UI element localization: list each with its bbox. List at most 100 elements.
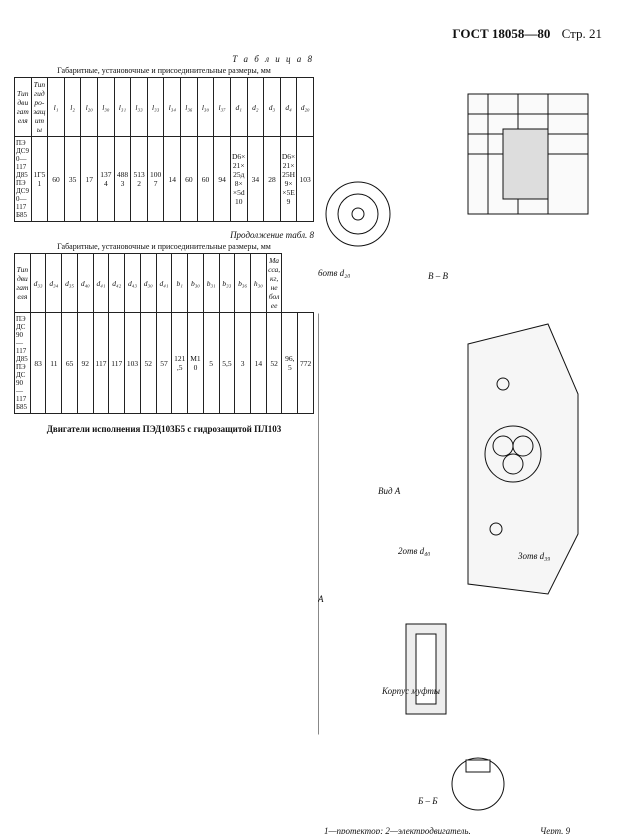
- table-cell: 5,5: [218, 312, 236, 414]
- figure-label: Черт. 9: [540, 826, 571, 834]
- holes-2-label: 2отв d₄₀: [398, 546, 430, 556]
- column-header: l₁: [47, 77, 65, 137]
- table-cell: 92: [76, 312, 94, 414]
- column-header: d₄₀: [76, 253, 94, 313]
- column-header: d₄₃: [124, 253, 141, 313]
- column-header: d₄: [279, 77, 298, 137]
- table-cell: 11: [45, 312, 63, 414]
- table-cell: D6×21×25H9××5E9: [279, 136, 298, 222]
- tables-region: Т а б л и ц а 8 Габаритные, установочные…: [14, 54, 314, 434]
- column-header: l₂: [63, 77, 82, 137]
- holes-3-label: 3отв d₃₉: [517, 551, 550, 561]
- table-cell: 52: [139, 312, 157, 414]
- table-cell: 65: [61, 312, 78, 414]
- table-cell: 60: [180, 136, 198, 222]
- figure-caption: Двигатели исполнения ПЭД103Б5 с гидрозащ…: [46, 424, 282, 434]
- holes-6-label: 6отв d₂₀: [318, 268, 350, 278]
- table8-cont-caption: Продолжение табл. 8: [230, 230, 314, 240]
- column-header: d₄₂: [108, 253, 126, 313]
- column-header: Тип двигателя: [14, 253, 31, 313]
- table-cell: M10: [187, 312, 204, 414]
- table-cell: 60: [47, 136, 65, 222]
- table-cell: 4883: [113, 136, 132, 222]
- column-header: l₂₀: [80, 77, 99, 137]
- table8-cont-group-header: Габаритные, установочные и присоединител…: [57, 242, 271, 251]
- table-cell: 5132: [130, 136, 148, 222]
- standard-number: ГОСТ 18058—80: [452, 26, 551, 41]
- table-cell: 3: [234, 312, 252, 414]
- column-header: Тип гидро-защиты: [30, 77, 49, 137]
- table8-group-header: Габаритные, установочные и присоединител…: [57, 66, 271, 75]
- section-vv-label: В – В: [428, 271, 448, 281]
- column-header: d₄₁: [155, 253, 173, 313]
- table-cell: 96,5: [281, 312, 299, 414]
- table-cell: 94: [213, 136, 231, 222]
- table-cell: 35: [63, 136, 82, 222]
- column-header: Масса, кг, не более: [265, 253, 283, 313]
- coupling-housing-drawing: [405, 623, 447, 715]
- column-header: b₃₆: [234, 253, 252, 313]
- column-header: l₃₀: [196, 77, 215, 137]
- section-bb-drawing: [451, 757, 505, 811]
- table-cell: 60: [196, 136, 215, 222]
- column-header: l₃₄: [163, 77, 182, 137]
- table-cell: 1374: [97, 136, 115, 222]
- flange-view: [325, 181, 391, 247]
- table-cell: 1007: [146, 136, 165, 222]
- column-header: d₃₀: [139, 253, 157, 313]
- column-header: d₂₀: [296, 77, 314, 137]
- column-header: l₃₇: [213, 77, 231, 137]
- column-header: b₁: [171, 253, 189, 313]
- column-header: l₃₆: [180, 77, 198, 137]
- table-cell: 17: [80, 136, 99, 222]
- table-cell: 103: [296, 136, 314, 222]
- table-cell: 57: [155, 312, 173, 414]
- table-cell: 772: [297, 312, 314, 414]
- column-header: Тип двигателя: [14, 77, 32, 137]
- table-cell: 117: [92, 312, 110, 414]
- column-header: d₁: [229, 77, 248, 137]
- column-header: d₃₅: [61, 253, 78, 313]
- legend-label: 1—протектор; 2—электродвигатель.: [324, 826, 471, 834]
- section-bb-label: Б – Б: [417, 796, 438, 806]
- page-number: Стр. 21: [561, 26, 602, 41]
- table-cell: D6×21×25д8××5d10: [229, 136, 248, 222]
- column-header: l₃₁: [113, 77, 132, 137]
- column-header: l₃₀: [97, 77, 115, 137]
- table-cell: 83: [29, 312, 47, 414]
- arrow-a-label: A: [318, 594, 324, 604]
- column-header: b₃₁: [202, 253, 220, 313]
- column-header: h₃₀: [250, 253, 267, 313]
- table-cell: 117: [108, 312, 126, 414]
- table8-caption: Т а б л и ц а 8: [232, 54, 314, 64]
- table-cell: 34: [246, 136, 265, 222]
- section-vv-drawing: [467, 93, 589, 215]
- table-cell: 28: [263, 136, 281, 222]
- coupling-label: Корпус муфты: [381, 686, 440, 696]
- page-header: ГОСТ 18058—80 Стр. 21: [452, 26, 602, 42]
- technical-drawing: 1 2 A Вид А В – В Б – Б Корпус муфты 2от…: [277, 54, 610, 836]
- view-a-drawing: [467, 323, 579, 595]
- column-header: d₃₄: [45, 253, 63, 313]
- column-header: l₃₃: [130, 77, 148, 137]
- table-cell: 103: [124, 312, 141, 414]
- view-a-label: Вид А: [378, 486, 401, 496]
- table-cell: 5: [202, 312, 220, 414]
- column-header: b₃₀: [187, 253, 204, 313]
- column-header: d₂: [246, 77, 265, 137]
- table-cell: 121,5: [171, 312, 189, 414]
- column-header: b₃₃: [218, 253, 236, 313]
- protection-cell: 1Г51: [30, 136, 49, 222]
- column-header: d₄₁: [92, 253, 110, 313]
- column-header: l₃₃: [146, 77, 165, 137]
- column-header: d₃₃: [29, 253, 47, 313]
- column-header: d₃: [263, 77, 281, 137]
- table-cell: 14: [163, 136, 182, 222]
- drawing-svg: 1 2 A Вид А В – В Б – Б Корпус муфты 2от…: [277, 93, 589, 836]
- table-cell: 52: [265, 312, 283, 414]
